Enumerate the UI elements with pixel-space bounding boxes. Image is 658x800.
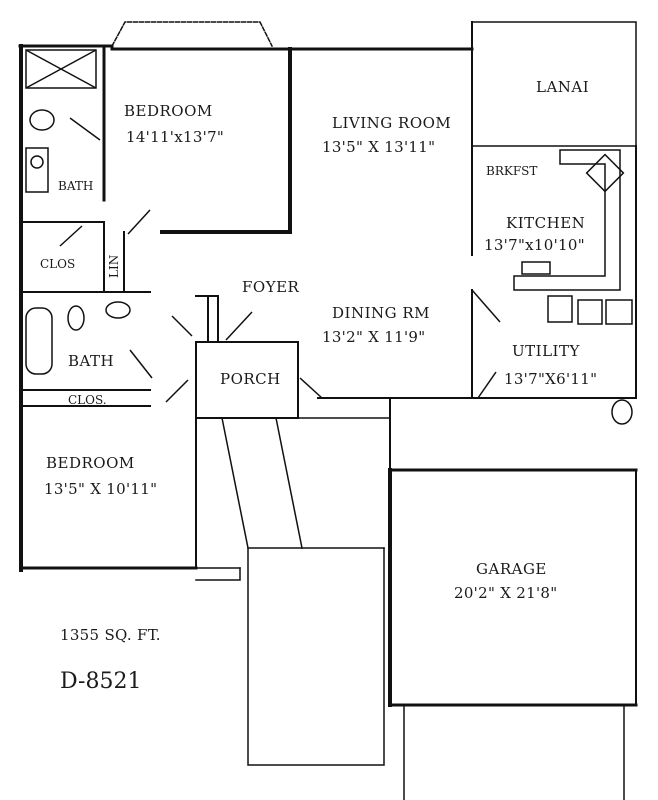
- room-name-bath-2: BATH: [68, 352, 114, 370]
- square-feet-label: 1355 SQ. FT.: [60, 626, 161, 644]
- room-name-garage: GARAGE: [476, 560, 547, 578]
- room-name-brkfst: BRKFST: [486, 164, 537, 178]
- room-dims-dining-rm: 13'2" X 11'9": [322, 328, 425, 346]
- room-name-dining-rm: DINING RM: [332, 304, 430, 322]
- room-dims-living-room: 13'5" X 13'11": [322, 138, 435, 156]
- room-dims-utility: 13'7"X6'11": [504, 370, 597, 388]
- room-name-kitchen: KITCHEN: [506, 214, 585, 232]
- room-name-bath-1: BATH: [58, 179, 93, 193]
- plan-number-label: D-8521: [60, 669, 141, 694]
- plan-info: 1355 SQ. FT. D-8521: [60, 626, 161, 694]
- room-labels: BEDROOM 14'11'x13'7" LIVING ROOM 13'5" X…: [40, 78, 597, 602]
- room-name-lin: LIN: [107, 255, 121, 278]
- room-dims-kitchen: 13'7"x10'10": [484, 236, 585, 254]
- room-name-living-room: LIVING ROOM: [332, 114, 451, 132]
- room-name-utility: UTILITY: [512, 342, 580, 360]
- room-dims-bedroom-2: 13'5" X 10'11": [44, 480, 157, 498]
- fixtures: [25, 49, 633, 425]
- room-name-porch: PORCH: [220, 370, 281, 388]
- room-name-clos-2: CLOS.: [68, 393, 107, 407]
- room-name-bedroom-1: BEDROOM: [124, 102, 213, 120]
- room-dims-garage: 20'2" X 21'8": [454, 584, 557, 602]
- room-name-clos-1: CLOS: [40, 257, 75, 271]
- room-name-foyer: FOYER: [242, 278, 300, 296]
- room-name-lanai: LANAI: [536, 78, 589, 96]
- walls: [18, 21, 638, 800]
- room-dims-bedroom-1: 14'11'x13'7": [126, 128, 224, 146]
- room-name-bedroom-2: BEDROOM: [46, 454, 135, 472]
